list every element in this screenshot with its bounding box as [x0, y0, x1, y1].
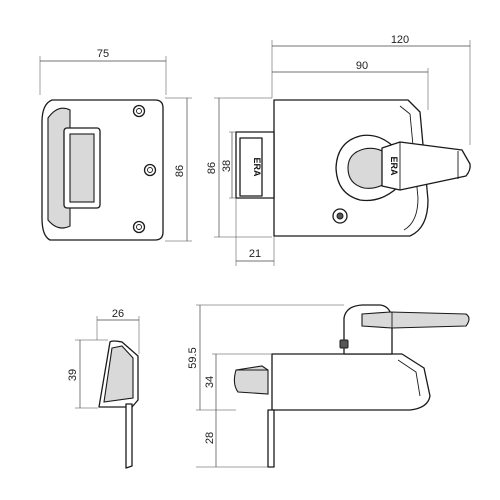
bottom-lever [361, 311, 470, 329]
brand-label-bolt: ERA [252, 157, 262, 177]
side-body-bevel [399, 105, 419, 231]
dim-bottom-bracket-height: 28 [204, 432, 216, 444]
bottom-body-edge [397, 359, 421, 397]
dim-front-width: 75 [97, 48, 109, 60]
dim-side-bolt-depth: 21 [249, 248, 261, 260]
thumb-turn-ring-inner [347, 147, 391, 189]
dim-side-bolt-height: 38 [221, 160, 233, 172]
bottom-bolt [233, 365, 269, 395]
dim-bottom-body-height: 34 [204, 376, 216, 388]
screw-hole-top [132, 104, 146, 118]
bottom-key-stub [339, 339, 349, 349]
side-bolt [239, 137, 263, 197]
dim-end-height: 39 [67, 369, 79, 381]
dim-side-total-width: 120 [391, 34, 409, 46]
screw-hole-middle [143, 163, 157, 177]
thumb-turn-lever [381, 141, 471, 191]
dim-side-body-width: 90 [356, 60, 368, 72]
dim-front-height: 86 [174, 165, 186, 177]
end-bracket [125, 403, 133, 469]
end-view: 26 39 [67, 308, 140, 469]
side-view: ERA ERA 120 90 86 38 [206, 34, 471, 266]
front-view: 75 86 [39, 48, 192, 242]
screw-hole-bottom [132, 220, 146, 234]
dim-end-width: 26 [112, 308, 124, 320]
bottom-body [271, 353, 431, 411]
bottom-bracket [267, 409, 275, 468]
brand-label-side: ERA [389, 156, 399, 176]
front-handle-inner [69, 133, 95, 203]
end-body-shade [103, 345, 134, 403]
key-cylinder [332, 208, 348, 224]
bottom-view: 59.5 34 28 [187, 304, 470, 468]
dim-side-height: 86 [206, 162, 218, 174]
dim-bottom-total-height: 59.5 [187, 347, 199, 368]
